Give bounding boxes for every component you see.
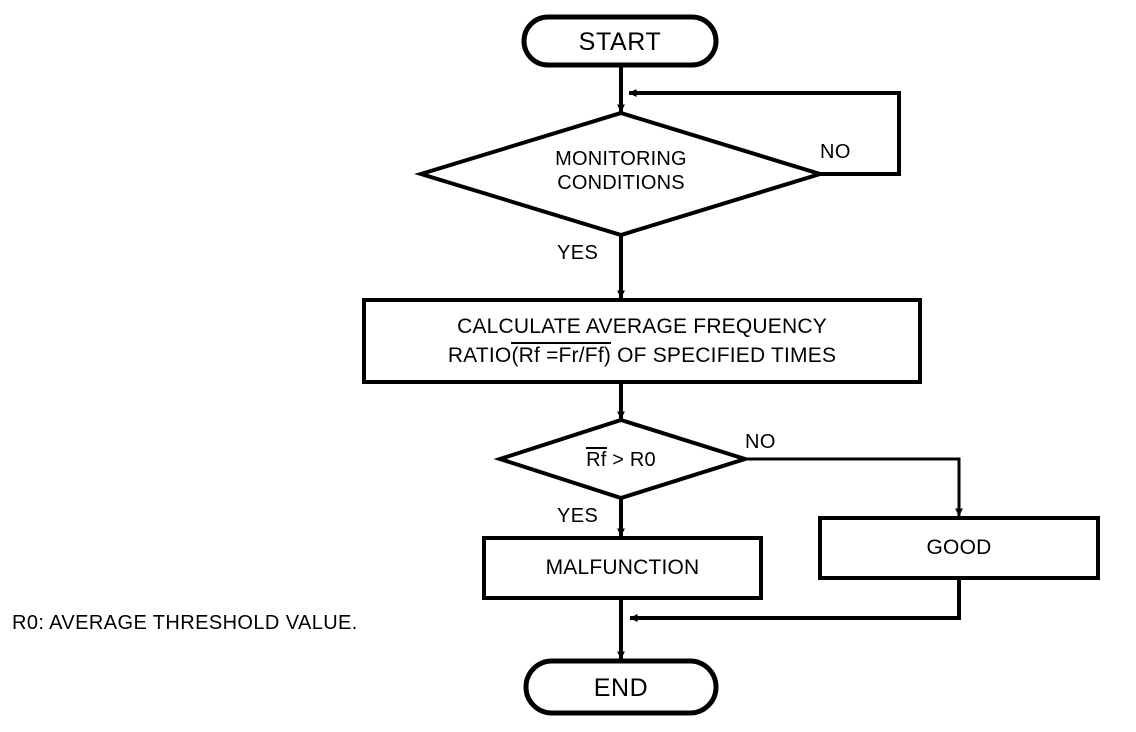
monitoring-label-line1: MONITORING bbox=[555, 148, 687, 170]
calculate-label-ratio: RATIO bbox=[447, 343, 512, 367]
good-process-shape bbox=[818, 516, 1100, 580]
calculate-label-line1: CALCULATE AVERAGE FREQUENCY bbox=[457, 315, 827, 338]
end-terminal-label: END bbox=[593, 674, 649, 702]
monitoring-decision-label: MONITORING CONDITIONS bbox=[471, 148, 771, 195]
calculate-label-line2: RATIO(Rf =Fr/Ff) OF SPECIFIED TIMES bbox=[364, 341, 920, 369]
calculate-process-shape bbox=[362, 298, 922, 384]
calculate-label-rf-overline: (Rf = bbox=[511, 341, 559, 367]
edge-compare-no-to-good bbox=[745, 457, 963, 517]
edge-good-to-join bbox=[629, 578, 961, 622]
threshold-note: R0: AVERAGE THRESHOLD VALUE. bbox=[12, 612, 358, 634]
compare-label-rf-overline: Rf bbox=[586, 447, 607, 471]
start-terminal-label: START bbox=[578, 28, 662, 56]
end-terminal-shape bbox=[523, 658, 719, 716]
edge-monitoring-no-loop bbox=[628, 89, 901, 176]
calculate-label-frff-overline: Fr/Ff) bbox=[558, 341, 612, 367]
monitoring-label-line2: CONDITIONS bbox=[557, 171, 685, 194]
calculate-process-label: CALCULATE AVERAGE FREQUENCY RATIO(Rf =Fr… bbox=[364, 315, 920, 369]
malfunction-process-label: MALFUNCTION bbox=[545, 556, 700, 579]
compare-decision-label: Rf > R0 bbox=[521, 447, 721, 473]
compare-label-tail: > R0 bbox=[612, 449, 656, 471]
monitoring-yes-label: YES bbox=[557, 242, 599, 264]
monitoring-no-label: NO bbox=[820, 141, 851, 163]
good-process-label: GOOD bbox=[926, 536, 992, 559]
compare-yes-label: YES bbox=[557, 505, 599, 527]
calculate-label-tail: OF SPECIFIED TIMES bbox=[617, 343, 837, 367]
compare-no-label: NO bbox=[745, 431, 776, 453]
